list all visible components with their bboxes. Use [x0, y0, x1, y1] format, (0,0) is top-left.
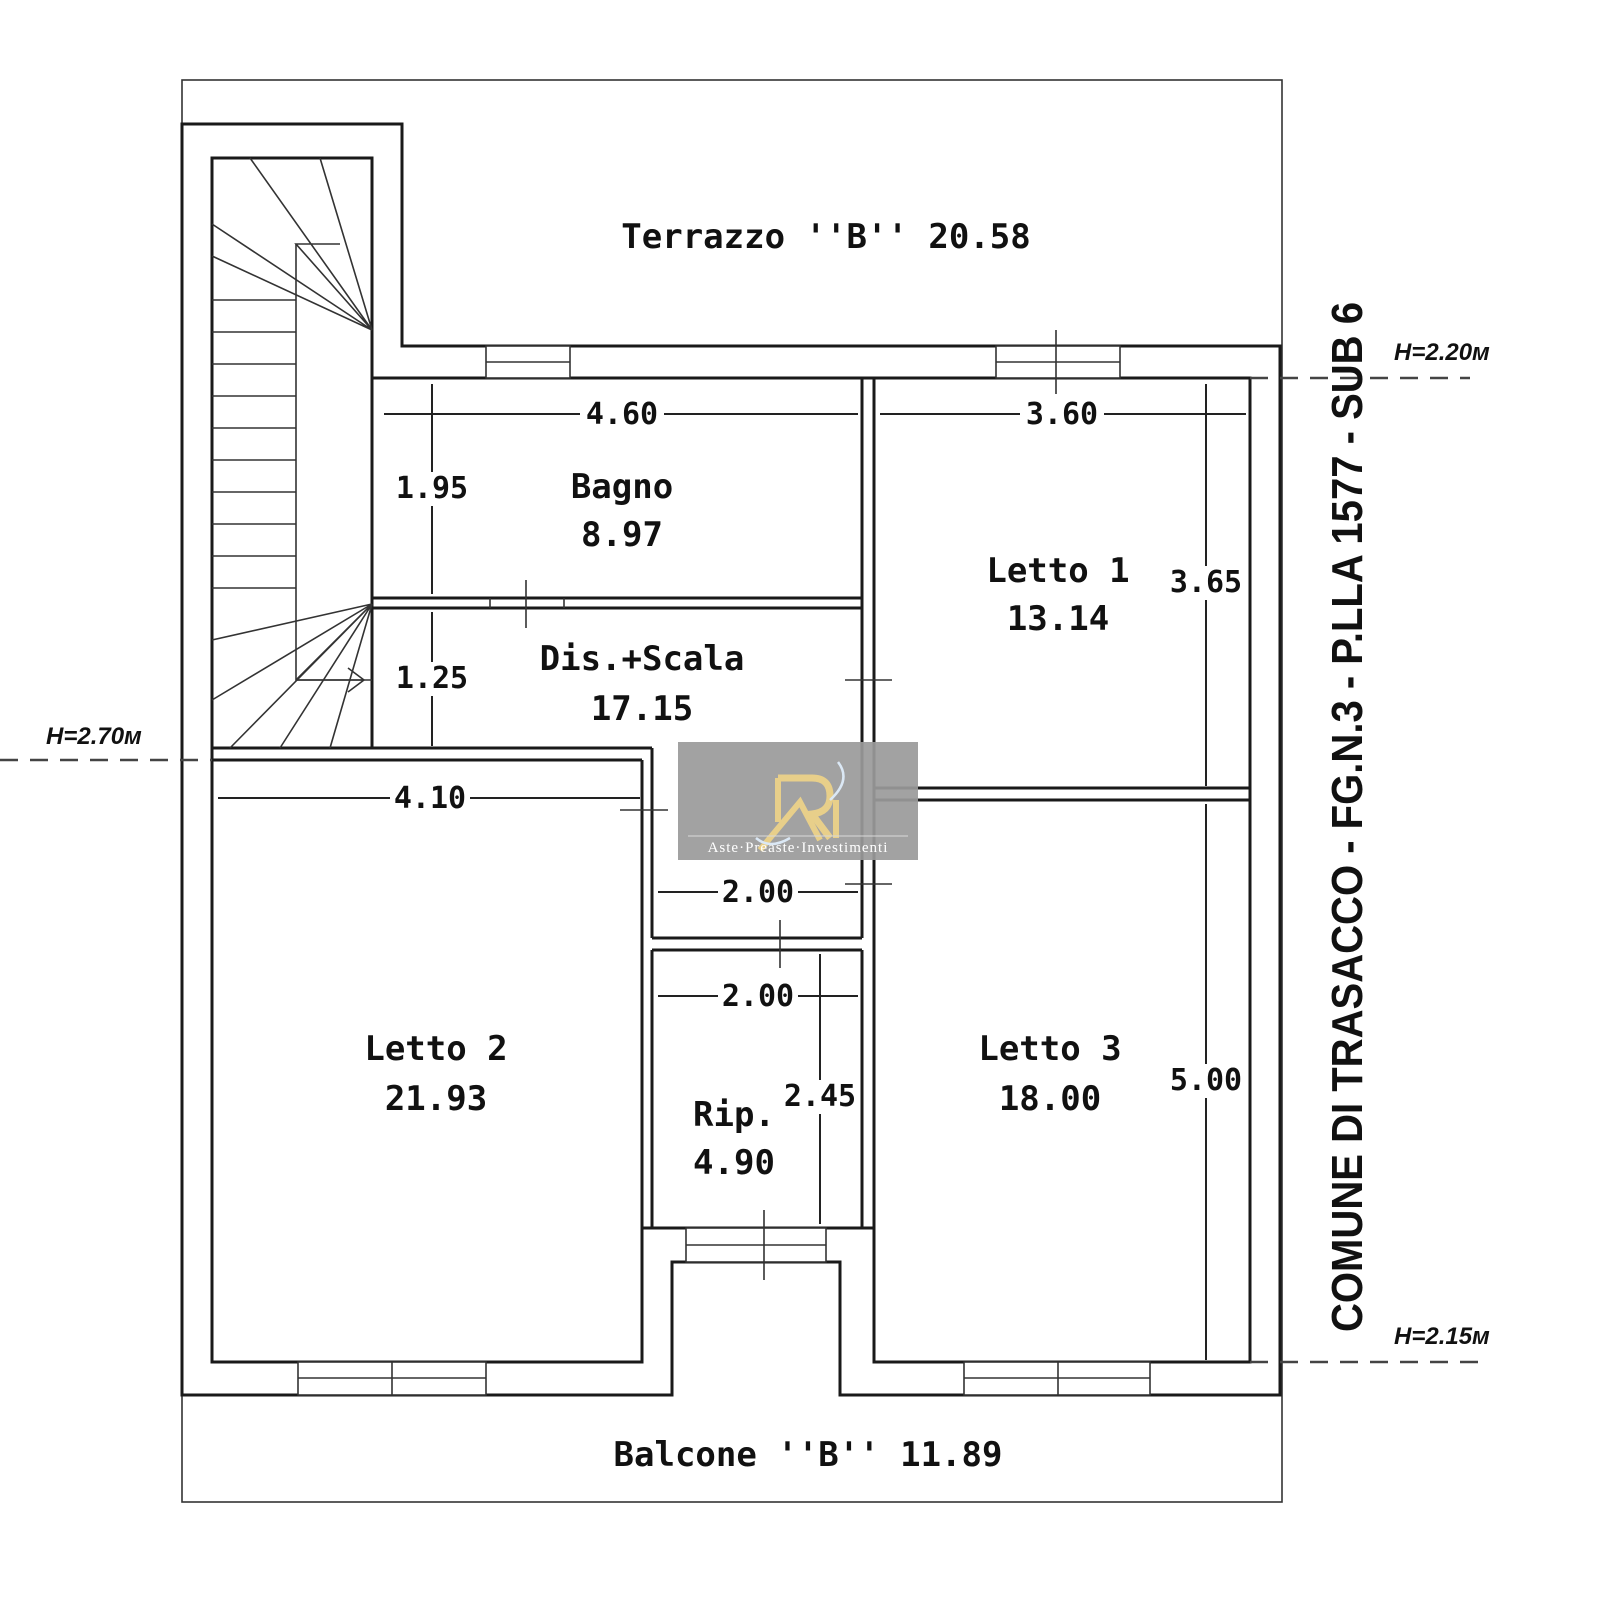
- dis-scala-area: 17.15: [591, 689, 693, 729]
- dim-letto2-width: 4.10: [394, 781, 466, 816]
- bagno-label: Bagno: [571, 467, 673, 507]
- letto3-label: Letto 3: [978, 1029, 1121, 1069]
- dis-scala-label: Dis.+Scala: [540, 639, 745, 679]
- dim-rip-height: 2.45: [784, 1079, 856, 1114]
- dim-bagno-width: 4.60: [586, 397, 658, 432]
- height-top-right: H=2.20м: [1394, 339, 1490, 366]
- dim-dis-height: 1.25: [396, 661, 468, 696]
- letto2-label: Letto 2: [364, 1029, 507, 1069]
- height-bottom-right: H=2.15м: [1394, 1323, 1490, 1350]
- dim-dis-width: 2.00: [722, 875, 794, 910]
- rip-area: 4.90: [693, 1143, 775, 1183]
- dim-letto1-width: 3.60: [1026, 397, 1098, 432]
- letto3-area: 18.00: [999, 1079, 1101, 1119]
- watermark-logo: Aste·Preaste·Investimenti: [678, 742, 918, 860]
- dimension-labels: 4.60 3.60 1.95 1.25 3.65 4.10 2.00 2.00 …: [390, 397, 1246, 1114]
- dim-letto3-height: 5.00: [1170, 1063, 1242, 1098]
- letto1-area: 13.14: [1007, 599, 1109, 639]
- terrazzo-label: Terrazzo ''B'' 20.58: [621, 217, 1030, 257]
- watermark-text: Aste·Preaste·Investimenti: [708, 840, 889, 856]
- dim-bagno-height: 1.95: [396, 471, 468, 506]
- staircase: [211, 157, 373, 749]
- rip-label: Rip.: [693, 1095, 775, 1135]
- height-left: H=2.70м: [46, 723, 142, 750]
- letto1-label: Letto 1: [986, 551, 1129, 591]
- bagno-area: 8.97: [581, 515, 663, 555]
- windows: [297, 330, 1151, 1396]
- dim-rip-width: 2.00: [722, 979, 794, 1014]
- cadastral-label: COMUNE DI TRASACCO - FG.N.3 - P.LLA 1577…: [1323, 302, 1372, 1332]
- dim-letto1-height: 3.65: [1170, 565, 1242, 600]
- balcone-label: Balcone ''B'' 11.89: [614, 1435, 1003, 1475]
- interior-walls: [212, 378, 1250, 1362]
- letto2-area: 21.93: [385, 1079, 487, 1119]
